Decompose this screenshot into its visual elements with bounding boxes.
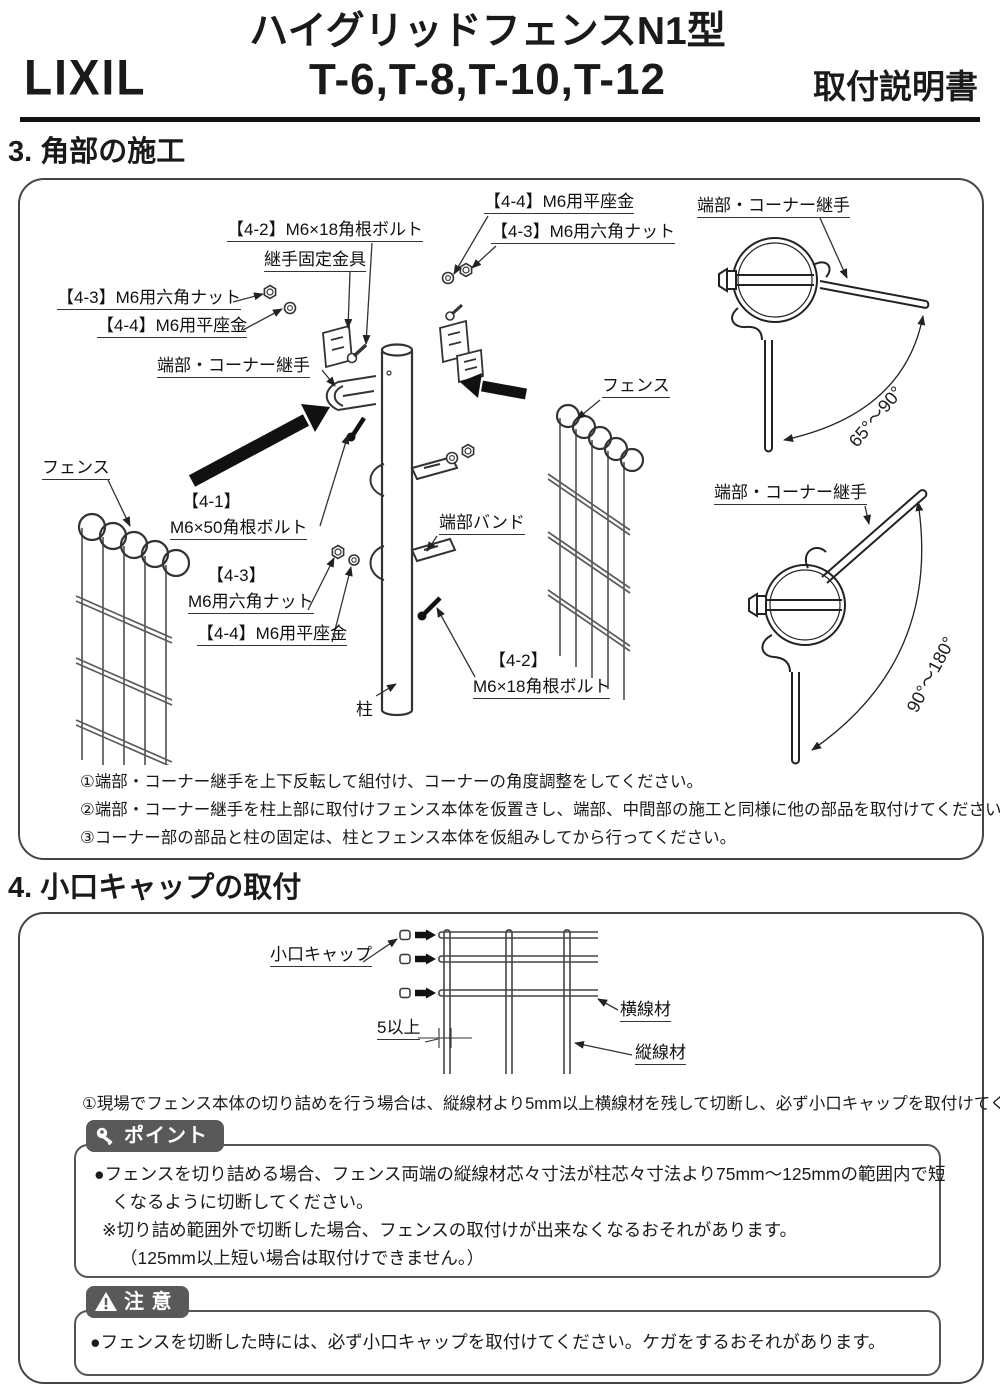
point-box: ●フェンスを切り詰める場合、フェンス両端の縦線材芯々寸法が柱芯々寸法より75mm… <box>74 1144 946 1278</box>
joint-fixture-plates <box>322 319 484 384</box>
label-bolt-m6x18-top: 【4-2】M6×18角根ボルト <box>227 220 424 243</box>
end-cap-diagram <box>362 929 633 1074</box>
section4-box: 小口キャップ 5以上 横線材 縦線材 ①現場でフェンス本体の切り詰めを行う場合は… <box>18 912 1000 1384</box>
lixil-logo: LIXIL <box>24 48 147 106</box>
note-2: ②端部・コーナー継手を柱上部に取付けフェンス本体を仮置きし、端部、中間部の施工と… <box>80 801 1000 819</box>
label-joint-fixture: 継手固定金具 <box>264 250 366 273</box>
label-nut-bottom-ref: 【4-3】 <box>207 566 266 585</box>
leader-lines-2 <box>362 938 633 1056</box>
label-fence-left: フェンス <box>42 458 110 481</box>
horizontal-wires <box>438 931 598 997</box>
point-line-4: （125mm以上短い場合は取付けできません。） <box>120 1248 485 1268</box>
vertical-wires <box>443 929 571 1074</box>
square-neck-bolts <box>346 416 442 621</box>
label-washer-left: 【4-4】M6用平座金 <box>97 316 248 339</box>
section3-heading: 3. 角部の施工 <box>8 136 186 168</box>
leader-lines <box>107 215 871 697</box>
section4-heading: 4. 小口キャップの取付 <box>8 872 302 904</box>
product-models: T-6,T-8,T-10,T-12 <box>309 54 666 104</box>
caution-box: ●フェンスを切断した時には、必ず小口キャップを取付けてください。ケガをするおそれ… <box>74 1310 941 1376</box>
document-type: 取付説明書 <box>813 68 978 105</box>
caution-badge-label: 注 意 <box>124 1291 173 1313</box>
label-horizontal-wire: 横線材 <box>620 1000 671 1023</box>
corner-joint-detail-65-90 <box>718 237 930 453</box>
point-line-3: ※切り詰め範囲外で切断した場合、フェンスの取付けが出来なくなるおそれがあります。 <box>102 1220 798 1240</box>
label-corner-joint-r2: 端部・コーナー継手 <box>714 483 867 506</box>
label-washer-top: 【4-4】M6用平座金 <box>484 192 635 215</box>
corner-joint-saddle <box>325 375 377 411</box>
corner-assembly-diagram <box>75 215 930 765</box>
warning-icon <box>95 1292 117 1311</box>
point-line-1: ●フェンスを切り詰める場合、フェンス両端の縦線材芯々寸法が柱芯々寸法より75mm… <box>94 1164 946 1184</box>
corner-joint-detail-90-180 <box>748 489 928 765</box>
post-diagram <box>380 343 414 717</box>
label-bolt-m6x18-bottom-ref: 【4-2】 <box>489 651 548 670</box>
label-dim-5mm: 5以上 <box>377 1018 421 1041</box>
label-bolt-m6x50-ref: 【4-1】 <box>182 492 241 511</box>
caution-line-1: ●フェンスを切断した時には、必ず小口キャップを取付けてください。ケガをするおそれ… <box>90 1332 886 1352</box>
label-nut-bottom: M6用六角ナット <box>188 592 314 615</box>
label-end-band: 端部バンド <box>439 513 525 536</box>
label-corner-joint-r1: 端部・コーナー継手 <box>697 196 850 219</box>
label-corner-joint-left: 端部・コーナー継手 <box>157 356 310 379</box>
dimension-5mm <box>418 1028 472 1048</box>
end-caps <box>399 929 436 999</box>
band-upper <box>369 455 459 497</box>
label-vertical-wire: 縦線材 <box>635 1043 686 1066</box>
label-fence-right: フェンス <box>602 376 670 399</box>
note-3: ③コーナー部の部品と柱の固定は、柱とフェンス本体を仮組みしてから行ってください。 <box>80 829 737 847</box>
label-end-cap: 小口キャップ <box>270 945 372 968</box>
key-icon <box>96 1127 113 1146</box>
point-badge: ポイント <box>86 1120 224 1152</box>
label-nut-left: 【4-3】M6用六角ナット <box>57 288 242 311</box>
caution-badge: 注 意 <box>86 1286 189 1318</box>
section3-notes: ①端部・コーナー継手を上下反転して組付け、コーナーの角度調整をしてください。 ②… <box>80 768 1000 852</box>
section4-note: ①現場でフェンス本体の切り詰めを行う場合は、縦線材より5mm以上横線材を残して切… <box>82 1095 1000 1113</box>
assembly-direction-arrows <box>188 373 527 487</box>
label-pillar: 柱 <box>356 700 373 719</box>
title-block: ハイグリッドフェンスN1型 T-6,T-8,T-10,T-12 <box>215 10 760 105</box>
fasteners <box>263 262 475 566</box>
section3-figure-box: 【4-2】M6×18角根ボルト 継手固定金具 【4-3】M6用六角ナット 【4-… <box>18 178 1000 860</box>
point-badge-label: ポイント <box>124 1125 208 1147</box>
label-bolt-m6x18-bottom: M6×18角根ボルト <box>473 677 611 700</box>
fence-right-diagram <box>547 403 645 700</box>
header-rule <box>20 117 980 122</box>
label-washer-bottom: 【4-4】M6用平座金 <box>197 624 348 647</box>
point-line-2: くなるように切断してください。 <box>112 1192 374 1212</box>
note-1: ①端部・コーナー継手を上下反転して組付け、コーナーの角度調整をしてください。 <box>80 773 703 791</box>
label-nut-top: 【4-3】M6用六角ナット <box>491 222 676 245</box>
product-title: ハイグリッドフェンスN1型 <box>249 10 726 53</box>
label-bolt-m6x50: M6×50角根ボルト <box>170 518 308 541</box>
fence-left-diagram <box>75 512 191 765</box>
